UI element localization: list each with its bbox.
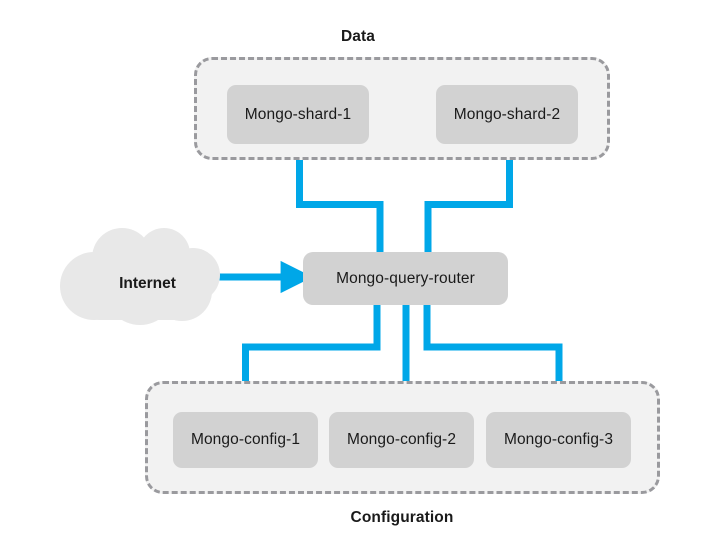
node-mongo-query-router[interactable]: Mongo-query-router <box>303 252 508 305</box>
data-group-title: Data <box>341 28 375 45</box>
configuration-group-title: Configuration <box>350 509 454 526</box>
node-mongo-shard-1[interactable]: Mongo-shard-1 <box>227 85 369 144</box>
internet-cloud[interactable]: Internet <box>60 228 235 325</box>
node-mongo-config-2[interactable]: Mongo-config-2 <box>329 412 474 468</box>
node-mongo-config-3[interactable]: Mongo-config-3 <box>486 412 631 468</box>
cloud-icon <box>60 228 220 325</box>
internet-label: Internet <box>119 274 176 292</box>
node-mongo-shard-2[interactable]: Mongo-shard-2 <box>436 85 578 144</box>
node-mongo-config-1[interactable]: Mongo-config-1 <box>173 412 318 468</box>
